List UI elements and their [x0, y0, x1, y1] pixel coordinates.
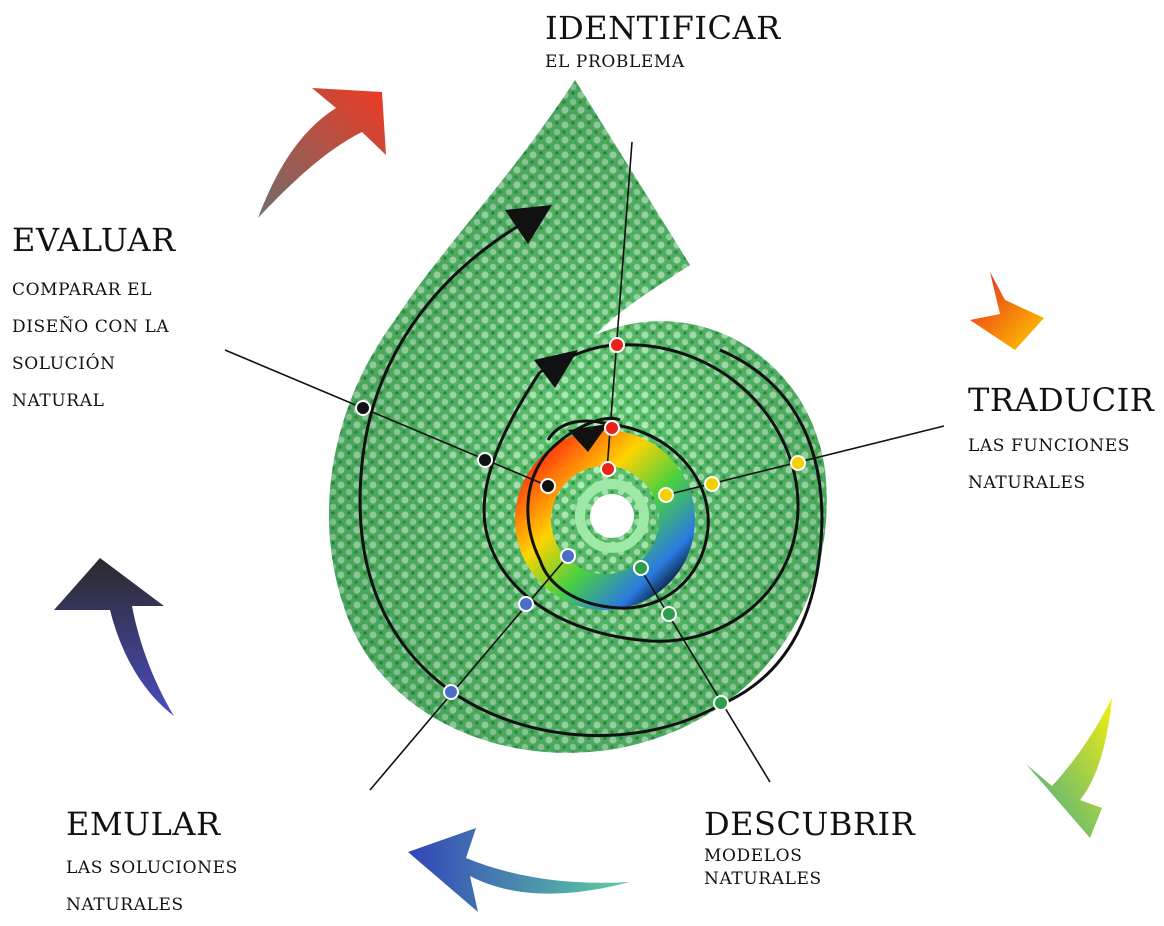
- stage-subtitle-line: NATURALES: [704, 871, 915, 888]
- stage-subtitle-line: EL PROBLEMA: [545, 54, 781, 71]
- stage-title: EMULAR: [66, 808, 238, 840]
- nautilus-shell: [329, 80, 827, 753]
- stage-subtitle-line: DISEÑO CON LA: [12, 319, 176, 336]
- stage-title: IDENTIFICAR: [545, 12, 781, 44]
- stage-subtitle-line: NATURALES: [66, 897, 238, 914]
- stage-evaluar: EVALUAR COMPARAR EL DISEÑO CON LA SOLUCI…: [12, 224, 176, 410]
- stage-title: EVALUAR: [12, 224, 176, 256]
- yellow-green-arrow: [1026, 698, 1112, 838]
- blue-teal-arrow: [408, 828, 630, 912]
- stage-emular: EMULAR LAS SOLUCIONES NATURALES: [66, 808, 238, 914]
- gray-purple-arrow: [54, 558, 174, 716]
- stage-descubrir: DESCUBRIR MODELOS NATURALES: [704, 808, 915, 888]
- stage-title: DESCUBRIR: [704, 808, 915, 840]
- stage-identificar: IDENTIFICAR EL PROBLEMA: [545, 12, 781, 71]
- stage-traducir: TRADUCIR LAS FUNCIONES NATURALES: [968, 384, 1154, 492]
- stage-subtitle-line: MODELOS: [704, 848, 915, 865]
- red-orange-arrow: [258, 88, 386, 218]
- orange-arrow: [970, 272, 1044, 350]
- stage-subtitle-line: SOLUCIÓN: [12, 356, 176, 373]
- stage-subtitle-line: NATURAL: [12, 393, 176, 410]
- stage-subtitle-line: LAS SOLUCIONES: [66, 860, 238, 877]
- stage-title: TRADUCIR: [968, 384, 1154, 416]
- stage-subtitle-line: LAS FUNCIONES: [968, 438, 1154, 455]
- stage-subtitle-line: NATURALES: [968, 475, 1154, 492]
- stage-subtitle-line: COMPARAR EL: [12, 282, 176, 299]
